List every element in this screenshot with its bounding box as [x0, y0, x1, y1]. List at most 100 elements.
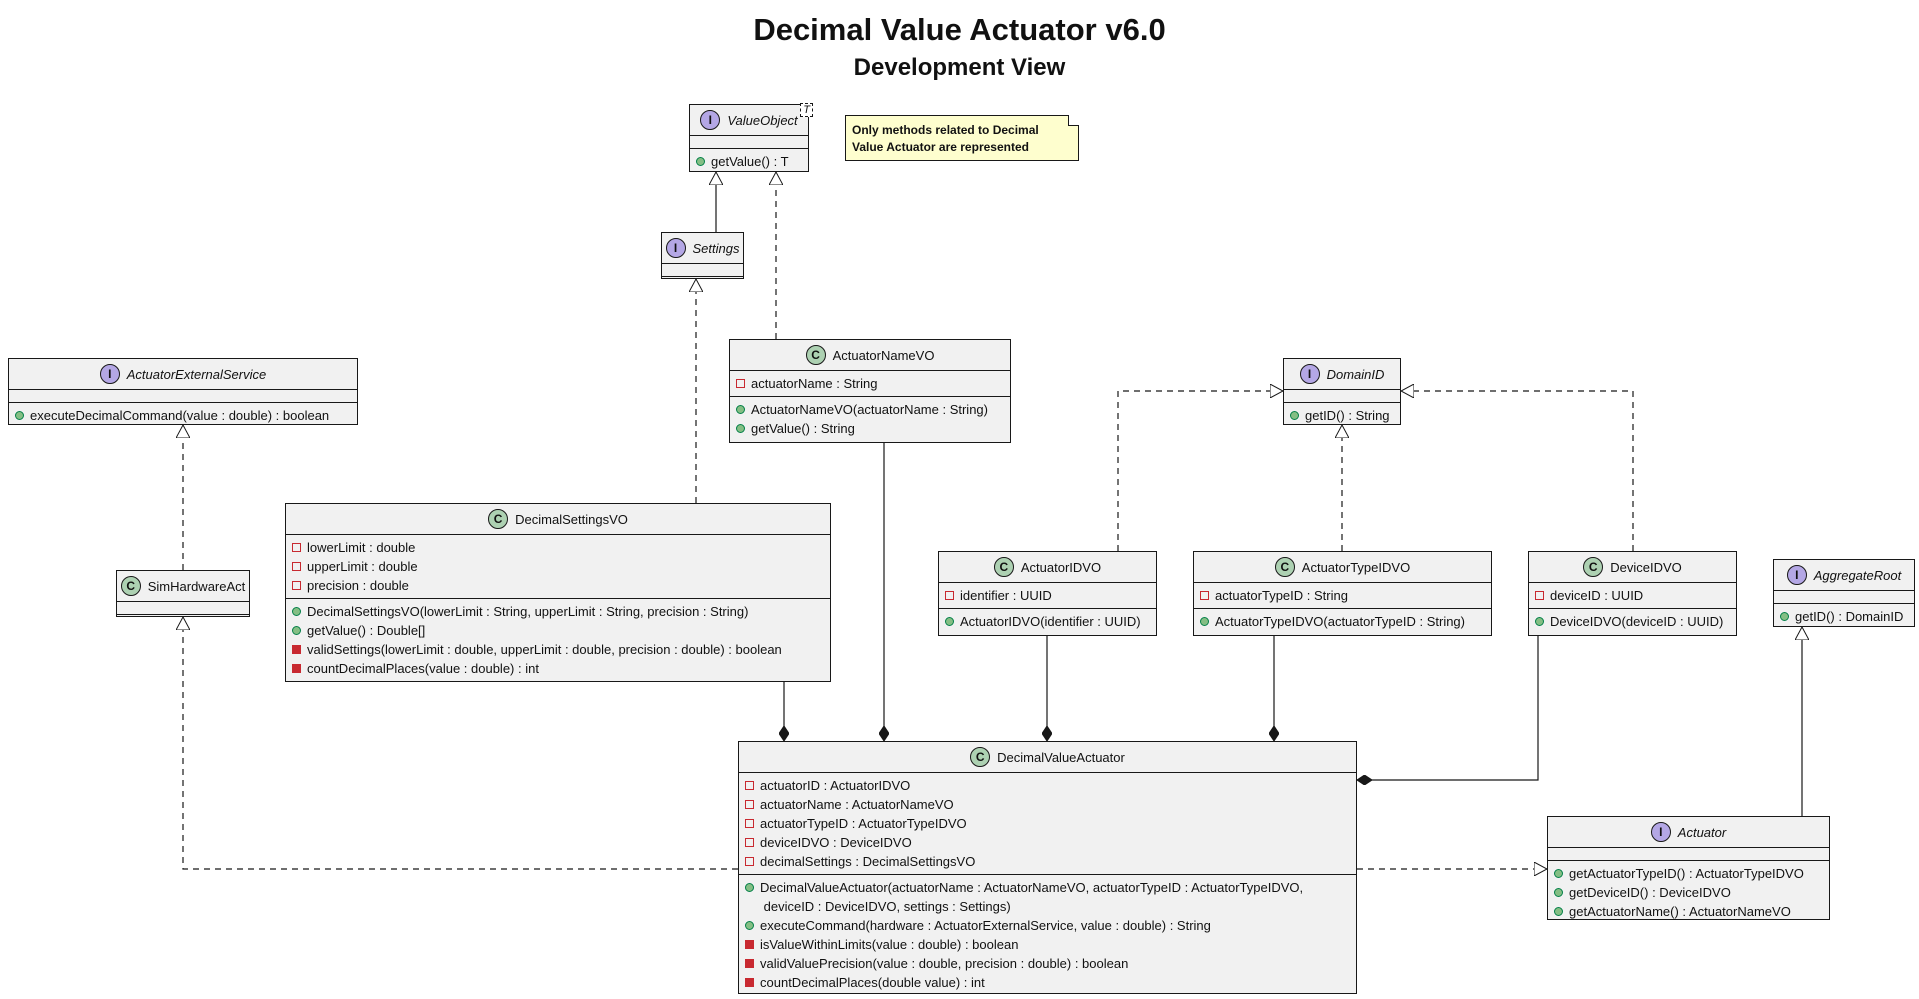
method-row: getDeviceID() : DeviceIDVO	[1548, 883, 1829, 902]
class-icon: C	[1274, 557, 1295, 577]
method-text: executeDecimalCommand(value : double) : …	[30, 408, 330, 423]
private-visibility-icon	[745, 978, 754, 987]
private-visibility-icon	[745, 940, 754, 949]
method-row: getActuatorName() : ActuatorNameVO	[1548, 902, 1829, 921]
class-icon: C	[805, 345, 826, 365]
method-text: getActuatorName() : ActuatorNameVO	[1569, 904, 1791, 919]
method-text: executeCommand(hardware : ActuatorExtern…	[760, 918, 1211, 933]
methods-section: getValue() : T	[690, 149, 808, 174]
method-text: getValue() : String	[751, 421, 855, 436]
class-icon: C	[488, 509, 509, 529]
methods-section: getID() : DomainID	[1774, 604, 1914, 629]
class-name: Settings	[692, 240, 740, 256]
method-row: getID() : String	[1284, 406, 1400, 425]
method-row: countDecimalPlaces(double value) : int	[739, 973, 1356, 992]
method-text: validValuePrecision(value : double, prec…	[760, 956, 1129, 971]
class-name: ActuatorTypeIDVO	[1301, 559, 1411, 575]
interface-icon: I	[700, 110, 721, 130]
method-row: getValue() : Double[]	[286, 621, 830, 640]
fields-section: deviceID : UUID	[1529, 583, 1736, 609]
public-visibility-icon	[696, 157, 705, 166]
methods-section: ActuatorNameVO(actuatorName : String) get…	[730, 397, 1010, 441]
methods-section	[662, 277, 743, 289]
public-visibility-icon	[745, 921, 754, 930]
field-text: deviceID : UUID	[1550, 588, 1644, 603]
method-text: getDeviceID() : DeviceIDVO	[1569, 885, 1731, 900]
private-visibility-icon	[945, 591, 954, 600]
method-row: validValuePrecision(value : double, prec…	[739, 954, 1356, 973]
public-visibility-icon	[15, 411, 24, 420]
methods-section: executeDecimalCommand(value : double) : …	[9, 403, 357, 428]
method-row: ActuatorTypeIDVO(actuatorTypeID : String…	[1194, 612, 1491, 631]
method-row: DecimalSettingsVO(lowerLimit : String, u…	[286, 602, 830, 621]
method-row: DecimalValueActuator(actuatorName : Actu…	[739, 878, 1356, 916]
public-visibility-icon	[736, 405, 745, 414]
field-text: actuatorName : String	[751, 376, 878, 391]
interface-settings[interactable]: I Settings	[661, 232, 744, 279]
method-text: getValue() : Double[]	[307, 623, 426, 638]
public-visibility-icon	[1554, 888, 1563, 897]
private-visibility-icon	[736, 379, 745, 388]
rel-deviceidvo-implements-domainid	[1401, 391, 1634, 551]
method-text: countDecimalPlaces(value : double) : int	[307, 661, 539, 676]
class-name: ActuatorIDVO	[1020, 559, 1102, 575]
class-name: DomainID	[1326, 366, 1385, 382]
fields-section: actuatorTypeID : String	[1194, 583, 1491, 609]
class-icon: C	[120, 576, 141, 596]
method-text: ActuatorIDVO(identifier : UUID)	[960, 614, 1141, 629]
diagram-title: Decimal Value Actuator v6.0	[753, 12, 1166, 47]
method-row: ActuatorNameVO(actuatorName : String)	[730, 400, 1010, 419]
diagram-note: Only methods related to Decimal Value Ac…	[845, 115, 1079, 161]
method-text: ActuatorNameVO(actuatorName : String)	[751, 402, 988, 417]
method-text: countDecimalPlaces(double value) : int	[760, 975, 985, 990]
method-text: ActuatorTypeIDVO(actuatorTypeID : String…	[1215, 614, 1465, 629]
method-text: DecimalValueActuator(actuatorName : Actu…	[760, 880, 1304, 914]
field-row: actuatorTypeID : ActuatorTypeIDVO	[739, 814, 1356, 833]
field-text: identifier : UUID	[960, 588, 1052, 603]
field-row: precision : double	[286, 576, 830, 595]
private-visibility-icon	[745, 819, 754, 828]
fields-section	[1284, 390, 1400, 403]
fields-section	[1548, 848, 1829, 861]
field-row: actuatorName : String	[730, 374, 1010, 393]
public-visibility-icon	[292, 626, 301, 635]
private-visibility-icon	[745, 857, 754, 866]
private-visibility-icon	[292, 664, 301, 673]
method-row: isValueWithinLimits(value : double) : bo…	[739, 935, 1356, 954]
field-row: deviceID : UUID	[1529, 586, 1736, 605]
class-name: ActuatorNameVO	[832, 347, 935, 363]
class-actuatortypeidvo[interactable]: C ActuatorTypeIDVO actuatorTypeID : String…	[1193, 551, 1492, 636]
method-row: ActuatorIDVO(identifier : UUID)	[939, 612, 1156, 631]
field-text: actuatorName : ActuatorNameVO	[760, 797, 954, 812]
field-text: deviceIDVO : DeviceIDVO	[760, 835, 912, 850]
fields-section	[690, 136, 808, 149]
class-name: Actuator	[1677, 824, 1727, 840]
type-parameter: T	[800, 103, 813, 117]
interface-icon: I	[665, 238, 686, 258]
public-visibility-icon	[1200, 617, 1209, 626]
public-visibility-icon	[292, 607, 301, 616]
public-visibility-icon	[736, 424, 745, 433]
private-visibility-icon	[745, 959, 754, 968]
public-visibility-icon	[945, 617, 954, 626]
method-text: getID() : DomainID	[1795, 609, 1904, 624]
method-text: DecimalSettingsVO(lowerLimit : String, u…	[307, 604, 749, 619]
public-visibility-icon	[1780, 612, 1789, 621]
